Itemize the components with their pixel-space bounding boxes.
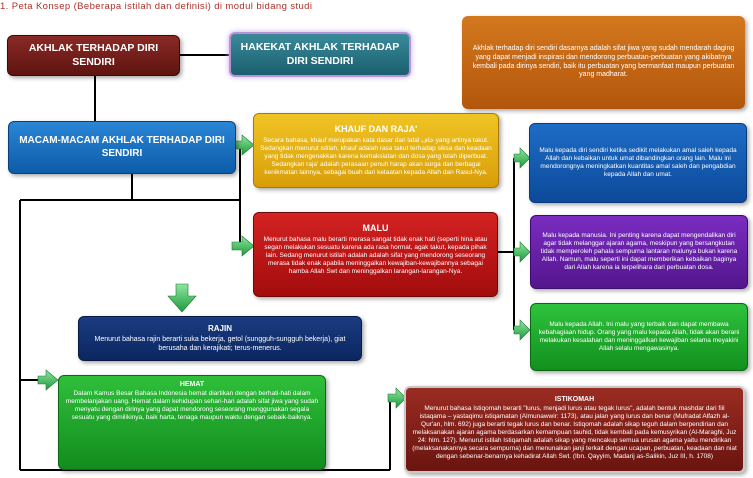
khauf-text: Secara bahasa, khauf merupakan kata dasa…	[260, 137, 492, 176]
malu-allah-box: Malu kepada Allah. Ini malu yang terbaik…	[530, 303, 748, 371]
macam-title: MACAM-MACAM AKHLAK TERHADAP DIRI SENDIRI	[19, 135, 225, 159]
istiqomah-box: ISTIKOMAH Menurut bahasa Istiqomah berar…	[404, 386, 745, 473]
hemat-title: HEMAT	[179, 381, 205, 388]
khauf-title: KHAUF DAN RAJA'	[334, 124, 418, 134]
malu-allah-text: Malu kepada Allah. Ini malu yang terbaik…	[538, 321, 740, 352]
definition-text: Akhlak terhadap diri sendiri dasarnya ad…	[472, 45, 735, 79]
malu-manusia-box: Malu kepada manusia. Ini penting karena …	[530, 215, 748, 289]
malu-diri-text: Malu kepada diri sendiri ketika sedikit …	[539, 147, 737, 178]
arrow-to-malu-icon	[231, 235, 255, 257]
page-heading: 1. Peta Konsep (Beberapa istilah dan def…	[0, 1, 313, 12]
arrow-to-istiqomah-icon	[387, 387, 407, 409]
malu-diri-box: Malu kepada diri sendiri ketika sedikit …	[529, 123, 747, 203]
malu-box: MALU Menurut bahasa malu berarti merasa …	[253, 212, 498, 297]
khauf-box: KHAUF DAN RAJA' Secara bahasa, khauf mer…	[253, 113, 499, 188]
arrow-to-hemat-icon	[37, 369, 59, 391]
arrow-to-malu-1-icon	[513, 147, 531, 169]
arrow-to-malu-3-icon	[513, 319, 531, 341]
malu-manusia-text: Malu kepada manusia. Ini penting karena …	[540, 232, 738, 271]
rajin-box: RAJIN Menurut bahasa rajin berarti suka …	[78, 316, 362, 361]
malu-title: MALU	[362, 223, 389, 233]
hemat-text: Dalam Kamus Besar Bahasa Indonesia hemat…	[65, 390, 319, 421]
istiqomah-text: Menurut bahasa Istiqomah berarti "lurus,…	[412, 405, 737, 460]
arrow-to-rajin-icon	[167, 283, 197, 313]
malu-text: Menurut bahasa malu berarti merasa sanga…	[263, 236, 488, 275]
hakekat-title: HAKEKAT AKHLAK TERHADAP DIRI SENDIRI	[240, 41, 400, 67]
hemat-box: HEMAT Dalam Kamus Besar Bahasa Indonesia…	[58, 375, 326, 470]
rajin-title: RAJIN	[207, 324, 232, 333]
macam-box: MACAM-MACAM AKHLAK TERHADAP DIRI SENDIRI	[8, 121, 236, 174]
hakekat-box: HAKEKAT AKHLAK TERHADAP DIRI SENDIRI	[229, 32, 411, 77]
akhlak-box: AKHLAK TERHADAP DIRI SENDIRI	[7, 35, 180, 76]
rajin-text: Menurut bahasa rajin berarti suka bekerj…	[94, 336, 346, 352]
definition-box: Akhlak terhadap diri sendiri dasarnya ad…	[462, 16, 745, 109]
akhlak-title: AKHLAK TERHADAP DIRI SENDIRI	[28, 42, 159, 68]
istiqomah-title: ISTIKOMAH	[554, 396, 595, 403]
arrow-to-malu-2-icon	[513, 241, 531, 263]
